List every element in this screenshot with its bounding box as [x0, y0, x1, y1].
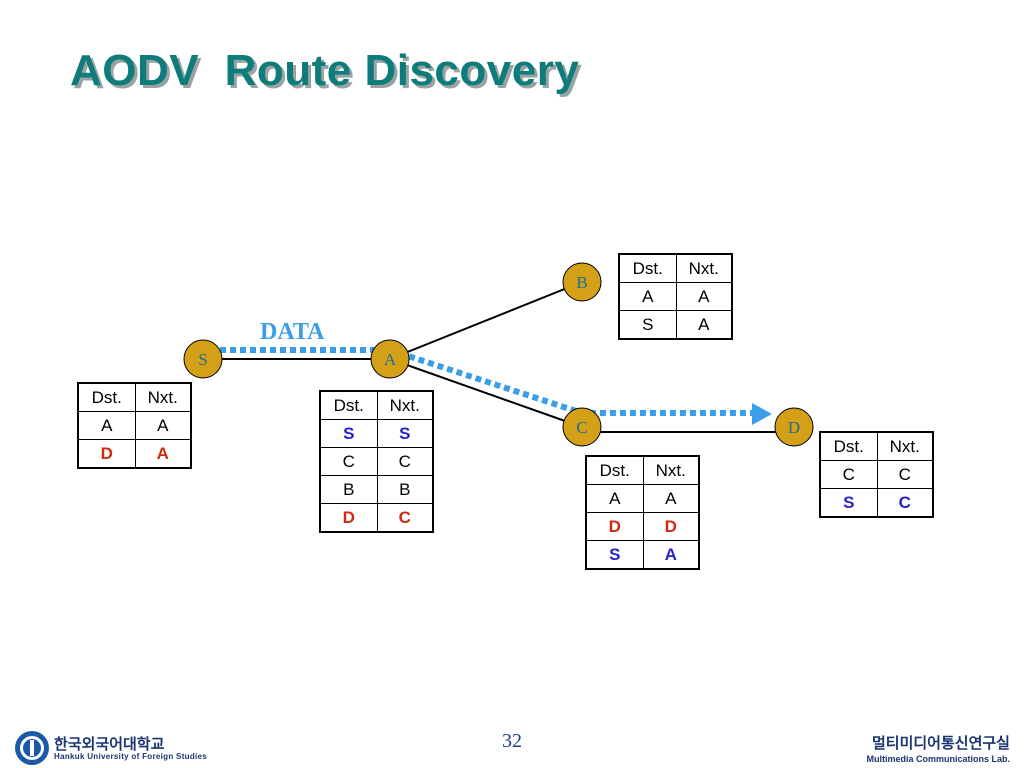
destination-cell: C — [819, 460, 878, 489]
node-s: S — [183, 339, 223, 379]
destination-cell: S — [618, 310, 677, 340]
destination-cell: A — [77, 411, 136, 440]
dst-header: Dst. — [618, 253, 677, 283]
next-hop-cell: D — [642, 512, 700, 541]
link-a-c — [389, 358, 583, 428]
routing-table-header: Dst. Nxt. — [618, 253, 733, 283]
next-hop-cell: A — [642, 540, 700, 570]
lab-branding: 멀티미디어통신연구실 Multimedia Communications Lab… — [866, 732, 1010, 764]
next-hop-cell: A — [675, 282, 733, 311]
destination-cell: C — [319, 447, 378, 476]
node-c-label: C — [576, 418, 587, 437]
destination-cell: A — [585, 484, 644, 513]
next-hop-cell: C — [376, 447, 434, 476]
next-hop-cell: C — [376, 503, 434, 533]
node-a: A — [370, 339, 410, 379]
nxt-header: Nxt. — [642, 455, 700, 485]
page-number: 32 — [502, 730, 522, 752]
next-hop-cell: S — [376, 419, 434, 448]
nxt-header: Nxt. — [134, 382, 192, 412]
routing-table-header: Dst. Nxt. — [77, 382, 192, 412]
data-path — [220, 347, 760, 416]
next-hop-cell: B — [376, 475, 434, 504]
routing-table-header: Dst. Nxt. — [819, 431, 934, 461]
university-name-korean: 한국외국어대학교 — [54, 736, 165, 753]
node-b-label: B — [576, 273, 587, 292]
destination-cell: S — [585, 540, 644, 570]
university-name-english: Hankuk University of Foreign Studies — [54, 752, 208, 761]
next-hop-cell: A — [675, 310, 733, 340]
destination-cell: D — [77, 439, 136, 469]
destination-cell: D — [319, 503, 378, 533]
destination-cell: S — [819, 488, 878, 518]
routing-table-header: Dst. Nxt. — [319, 390, 434, 420]
node-d: D — [774, 407, 814, 447]
data-label: DATA — [260, 319, 325, 345]
data-path-arrowhead — [752, 403, 772, 425]
lab-name-korean: 멀티미디어통신연구실 — [871, 735, 1010, 752]
link-a-b — [389, 281, 583, 360]
nxt-header: Nxt. — [376, 390, 434, 420]
university-emblem-icon — [15, 731, 49, 765]
node-c: C — [562, 407, 602, 447]
dst-header: Dst. — [585, 455, 644, 485]
dst-header: Dst. — [319, 390, 378, 420]
destination-cell: B — [319, 475, 378, 504]
next-hop-cell: C — [876, 488, 934, 518]
routing-table-header: Dst. Nxt. — [585, 455, 700, 485]
next-hop-cell: A — [642, 484, 700, 513]
dst-header: Dst. — [819, 431, 878, 461]
nxt-header: Nxt. — [675, 253, 733, 283]
dst-header: Dst. — [77, 382, 136, 412]
node-b: B — [562, 262, 602, 302]
node-s-label: S — [198, 350, 207, 369]
destination-cell: S — [319, 419, 378, 448]
node-a-label: A — [384, 350, 397, 369]
destination-cell: A — [618, 282, 677, 311]
node-d-label: D — [788, 418, 800, 437]
next-hop-cell: A — [134, 439, 192, 469]
next-hop-cell: A — [134, 411, 192, 440]
slide-title: AODV Route Discovery — [70, 46, 580, 95]
lab-name-english: Multimedia Communications Lab. — [866, 754, 1010, 764]
nxt-header: Nxt. — [876, 431, 934, 461]
next-hop-cell: C — [876, 460, 934, 489]
destination-cell: D — [585, 512, 644, 541]
